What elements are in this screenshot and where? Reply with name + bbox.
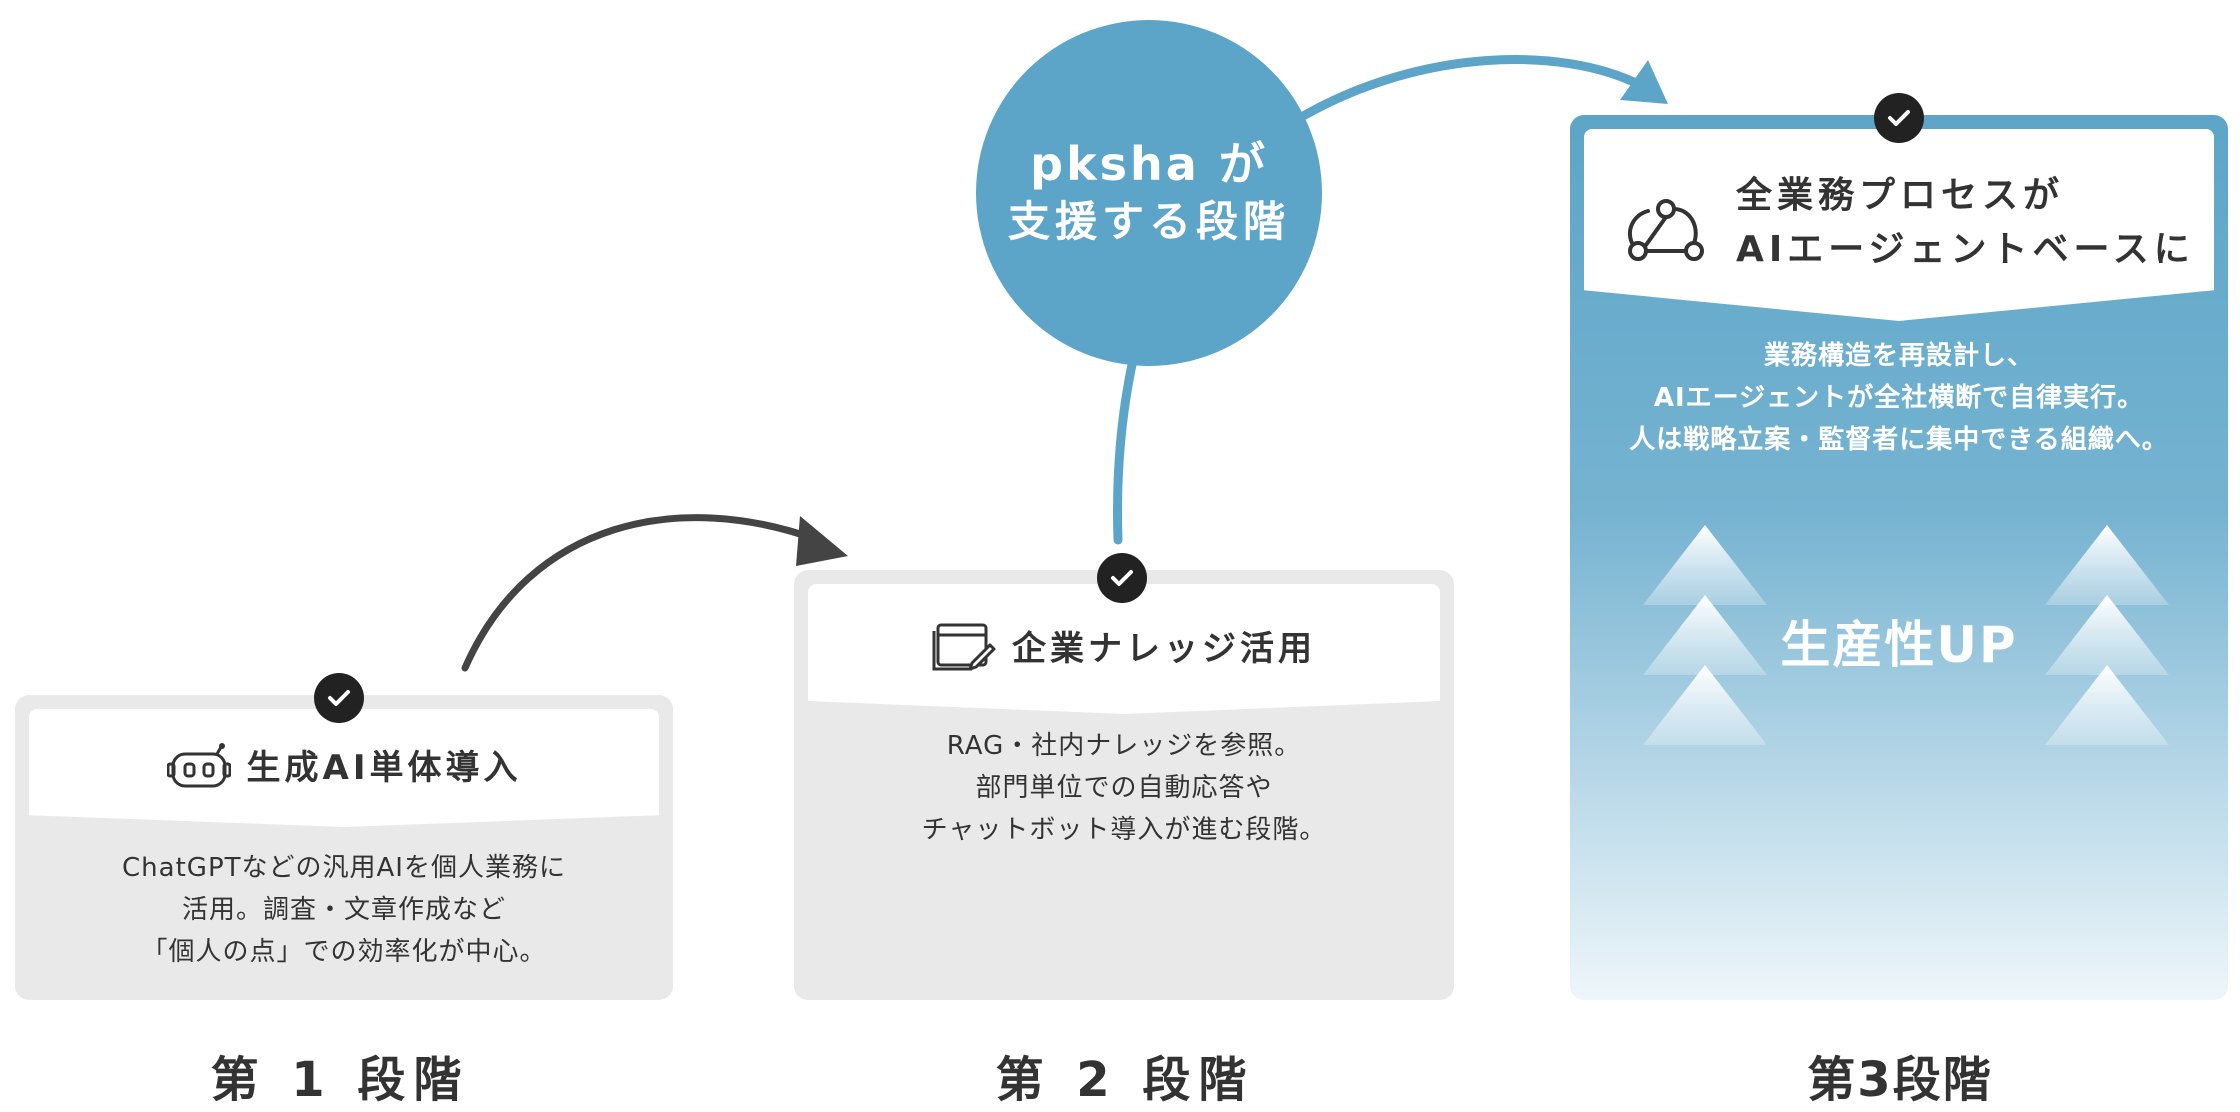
stage1-check-icon: [314, 673, 364, 723]
up-arrow-icon: [1643, 525, 1767, 605]
stage1-label: 第 1 段階: [210, 1052, 470, 1108]
pksha-support-circle: pksha が 支援する段階: [976, 20, 1322, 366]
productivity-up-label: 生産性UP: [1780, 616, 2018, 674]
arrow-head-stage3: [1620, 60, 1668, 104]
stage3-label: 第3段階: [1807, 1052, 1993, 1108]
arrow-circle-to-stage3: [1300, 55, 1645, 120]
stage2-title: 企業ナレッジ活用: [1012, 628, 1316, 669]
stage1-card-header: 生成AI単体導入: [29, 709, 659, 827]
stage1-card: 生成AI単体導入 ChatGPTなどの汎用AIを個人業務に 活用。調査・文章作成…: [15, 695, 673, 1000]
robot-icon: [166, 742, 232, 794]
stage1-description: ChatGPTなどの汎用AIを個人業務に 活用。調査・文章作成など 「個人の点」…: [122, 853, 566, 967]
circle-to-stage2-line: [1113, 355, 1138, 545]
stage2-card-header: 企業ナレッジ活用: [808, 584, 1440, 714]
window-edit-icon: [932, 621, 996, 677]
stage3-card: 全業務プロセスが AIエージェントベースに 業務構造を再設計し、 AIエージェン…: [1570, 115, 2228, 1000]
circle-line-2: 支援する段階: [1007, 197, 1290, 246]
arrow-stage1-to-stage2: [461, 514, 822, 672]
stage3-description: 業務構造を再設計し、 AIエージェントが全社横断で自律実行。 人は戦略立案・監督…: [1629, 341, 2169, 455]
stage3-title: 全業務プロセスが AIエージェントベースに: [1736, 175, 2195, 270]
arrow-head-stage2: [796, 516, 848, 566]
stage3-check-icon: [1874, 93, 1924, 143]
stage2-card: 企業ナレッジ活用 RAG・社内ナレッジを参照。 部門単位での自動応答や チャット…: [794, 570, 1454, 1000]
stage2-description: RAG・社内ナレッジを参照。 部門単位での自動応答や チャットボット導入が進む段…: [921, 731, 1327, 845]
stage2-check-icon: [1097, 553, 1147, 603]
up-arrow-icon: [1643, 665, 1767, 745]
up-arrow-icon: [2045, 665, 2169, 745]
stage3-card-header: 全業務プロセスが AIエージェントベースに: [1584, 129, 2214, 321]
stage1-title: 生成AI単体導入: [246, 747, 522, 788]
circle-line-1: pksha が: [1030, 137, 1268, 191]
webhook-icon: [1624, 191, 1708, 273]
up-arrow-icon: [2045, 525, 2169, 605]
stage2-label: 第 2 段階: [995, 1052, 1255, 1108]
